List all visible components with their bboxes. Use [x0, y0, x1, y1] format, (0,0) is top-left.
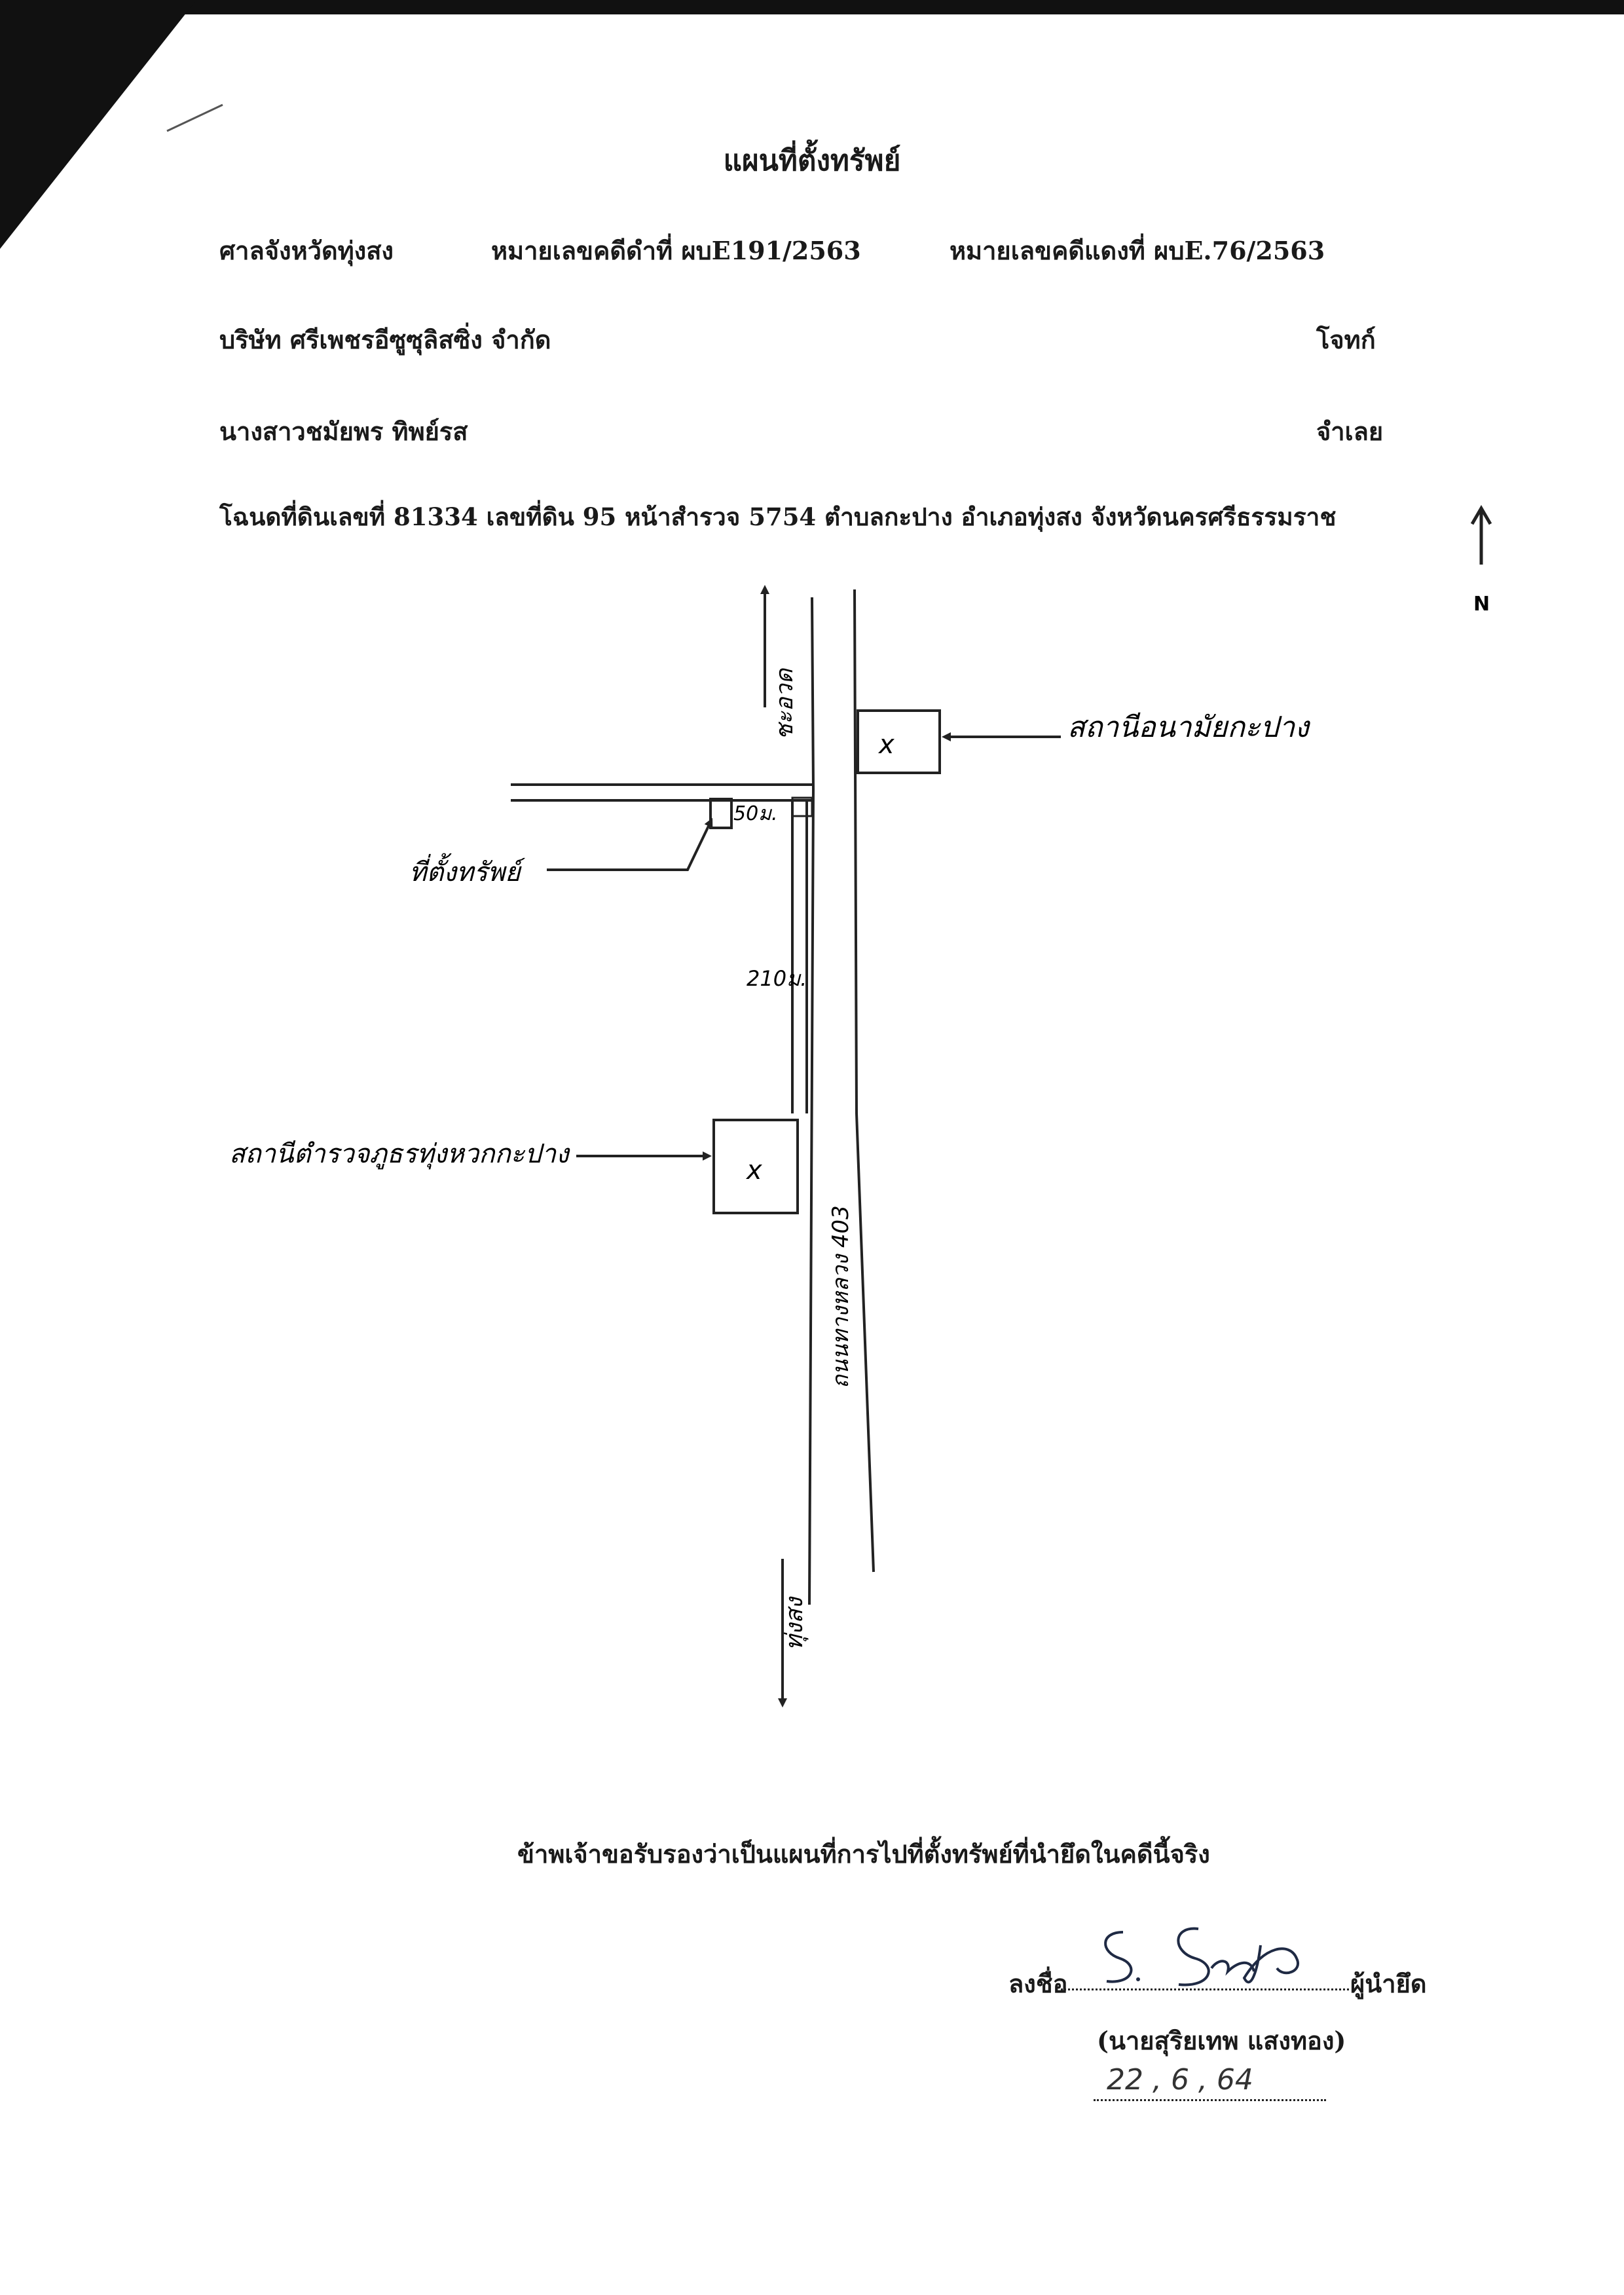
signer-name: (นายสุริยเทพ แสงทอง): [1097, 2026, 1346, 2055]
signature-prefix: ลงชื่อ: [1008, 1969, 1068, 1998]
distance-50m-label: 50ม.: [733, 802, 778, 825]
certification-statement: ข้าพเจ้าขอรับรองว่าเป็นแผนที่การไปที่ตั้…: [517, 1839, 1210, 1869]
plaintiff-role: โจทก์: [1316, 325, 1376, 354]
health-station-label: สถานีอนามัยกะปาง: [1067, 711, 1311, 744]
top-direction-label: ชะอวด: [771, 667, 798, 740]
property-pointer-arrow-icon: [547, 817, 713, 871]
service-lane: [791, 800, 808, 1113]
handwritten-signature: [1104, 1927, 1299, 1987]
red-case-number: หมายเลขคดีแดงที่ ผบE.76/2563: [950, 236, 1325, 265]
north-arrow-icon: [1470, 505, 1492, 565]
health-station-box: [857, 709, 941, 774]
highway-403-road: [808, 589, 875, 1605]
defendant-name: นางสาวชมัยพร ทิพย์รส: [219, 417, 468, 446]
side-road: [511, 783, 812, 802]
highway-403-label: ถนนทางหลวง 403: [828, 1205, 854, 1389]
bottom-direction-label: ทุ่งสง: [781, 1596, 809, 1651]
court-name: ศาลจังหวัดทุ่งสง: [219, 236, 394, 265]
signature-role: ผู้นำยึด: [1350, 1969, 1427, 1998]
signature-line: [1061, 1988, 1349, 1990]
land-deed-line: โฉนดที่ดินเลขที่ 81334 เลขที่ดิน 95 หน้า…: [219, 502, 1337, 531]
defendant-role: จำเลย: [1316, 417, 1384, 446]
property-box: [709, 798, 733, 829]
police-station-box: [712, 1119, 799, 1214]
property-label: ที่ตั้งทรัพย์: [409, 853, 526, 887]
date-line: [1094, 2099, 1326, 2101]
police-station-marker: x: [745, 1155, 762, 1185]
police-station-label: สถานีตำรวจภูธรทุ่งหวกกะปาง: [229, 1139, 570, 1170]
health-station-marker: x: [877, 730, 895, 760]
distance-210m-label: 210ม.: [747, 966, 807, 991]
scan-folded-corner: [0, 0, 223, 249]
handwritten-date: 22 , 6 , 64: [1107, 2063, 1253, 2097]
scan-top-edge: [0, 0, 1624, 14]
black-case-number: หมายเลขคดีดำที่ ผบE191/2563: [491, 236, 861, 265]
plaintiff-name: บริษัท ศรีเพชรอีซูซุลิสซิ่ง จำกัด: [219, 325, 551, 354]
north-label: N: [1473, 593, 1490, 616]
property-box-small: [791, 796, 813, 817]
document-title: แผนที่ตั้งทรัพย์: [723, 144, 901, 177]
